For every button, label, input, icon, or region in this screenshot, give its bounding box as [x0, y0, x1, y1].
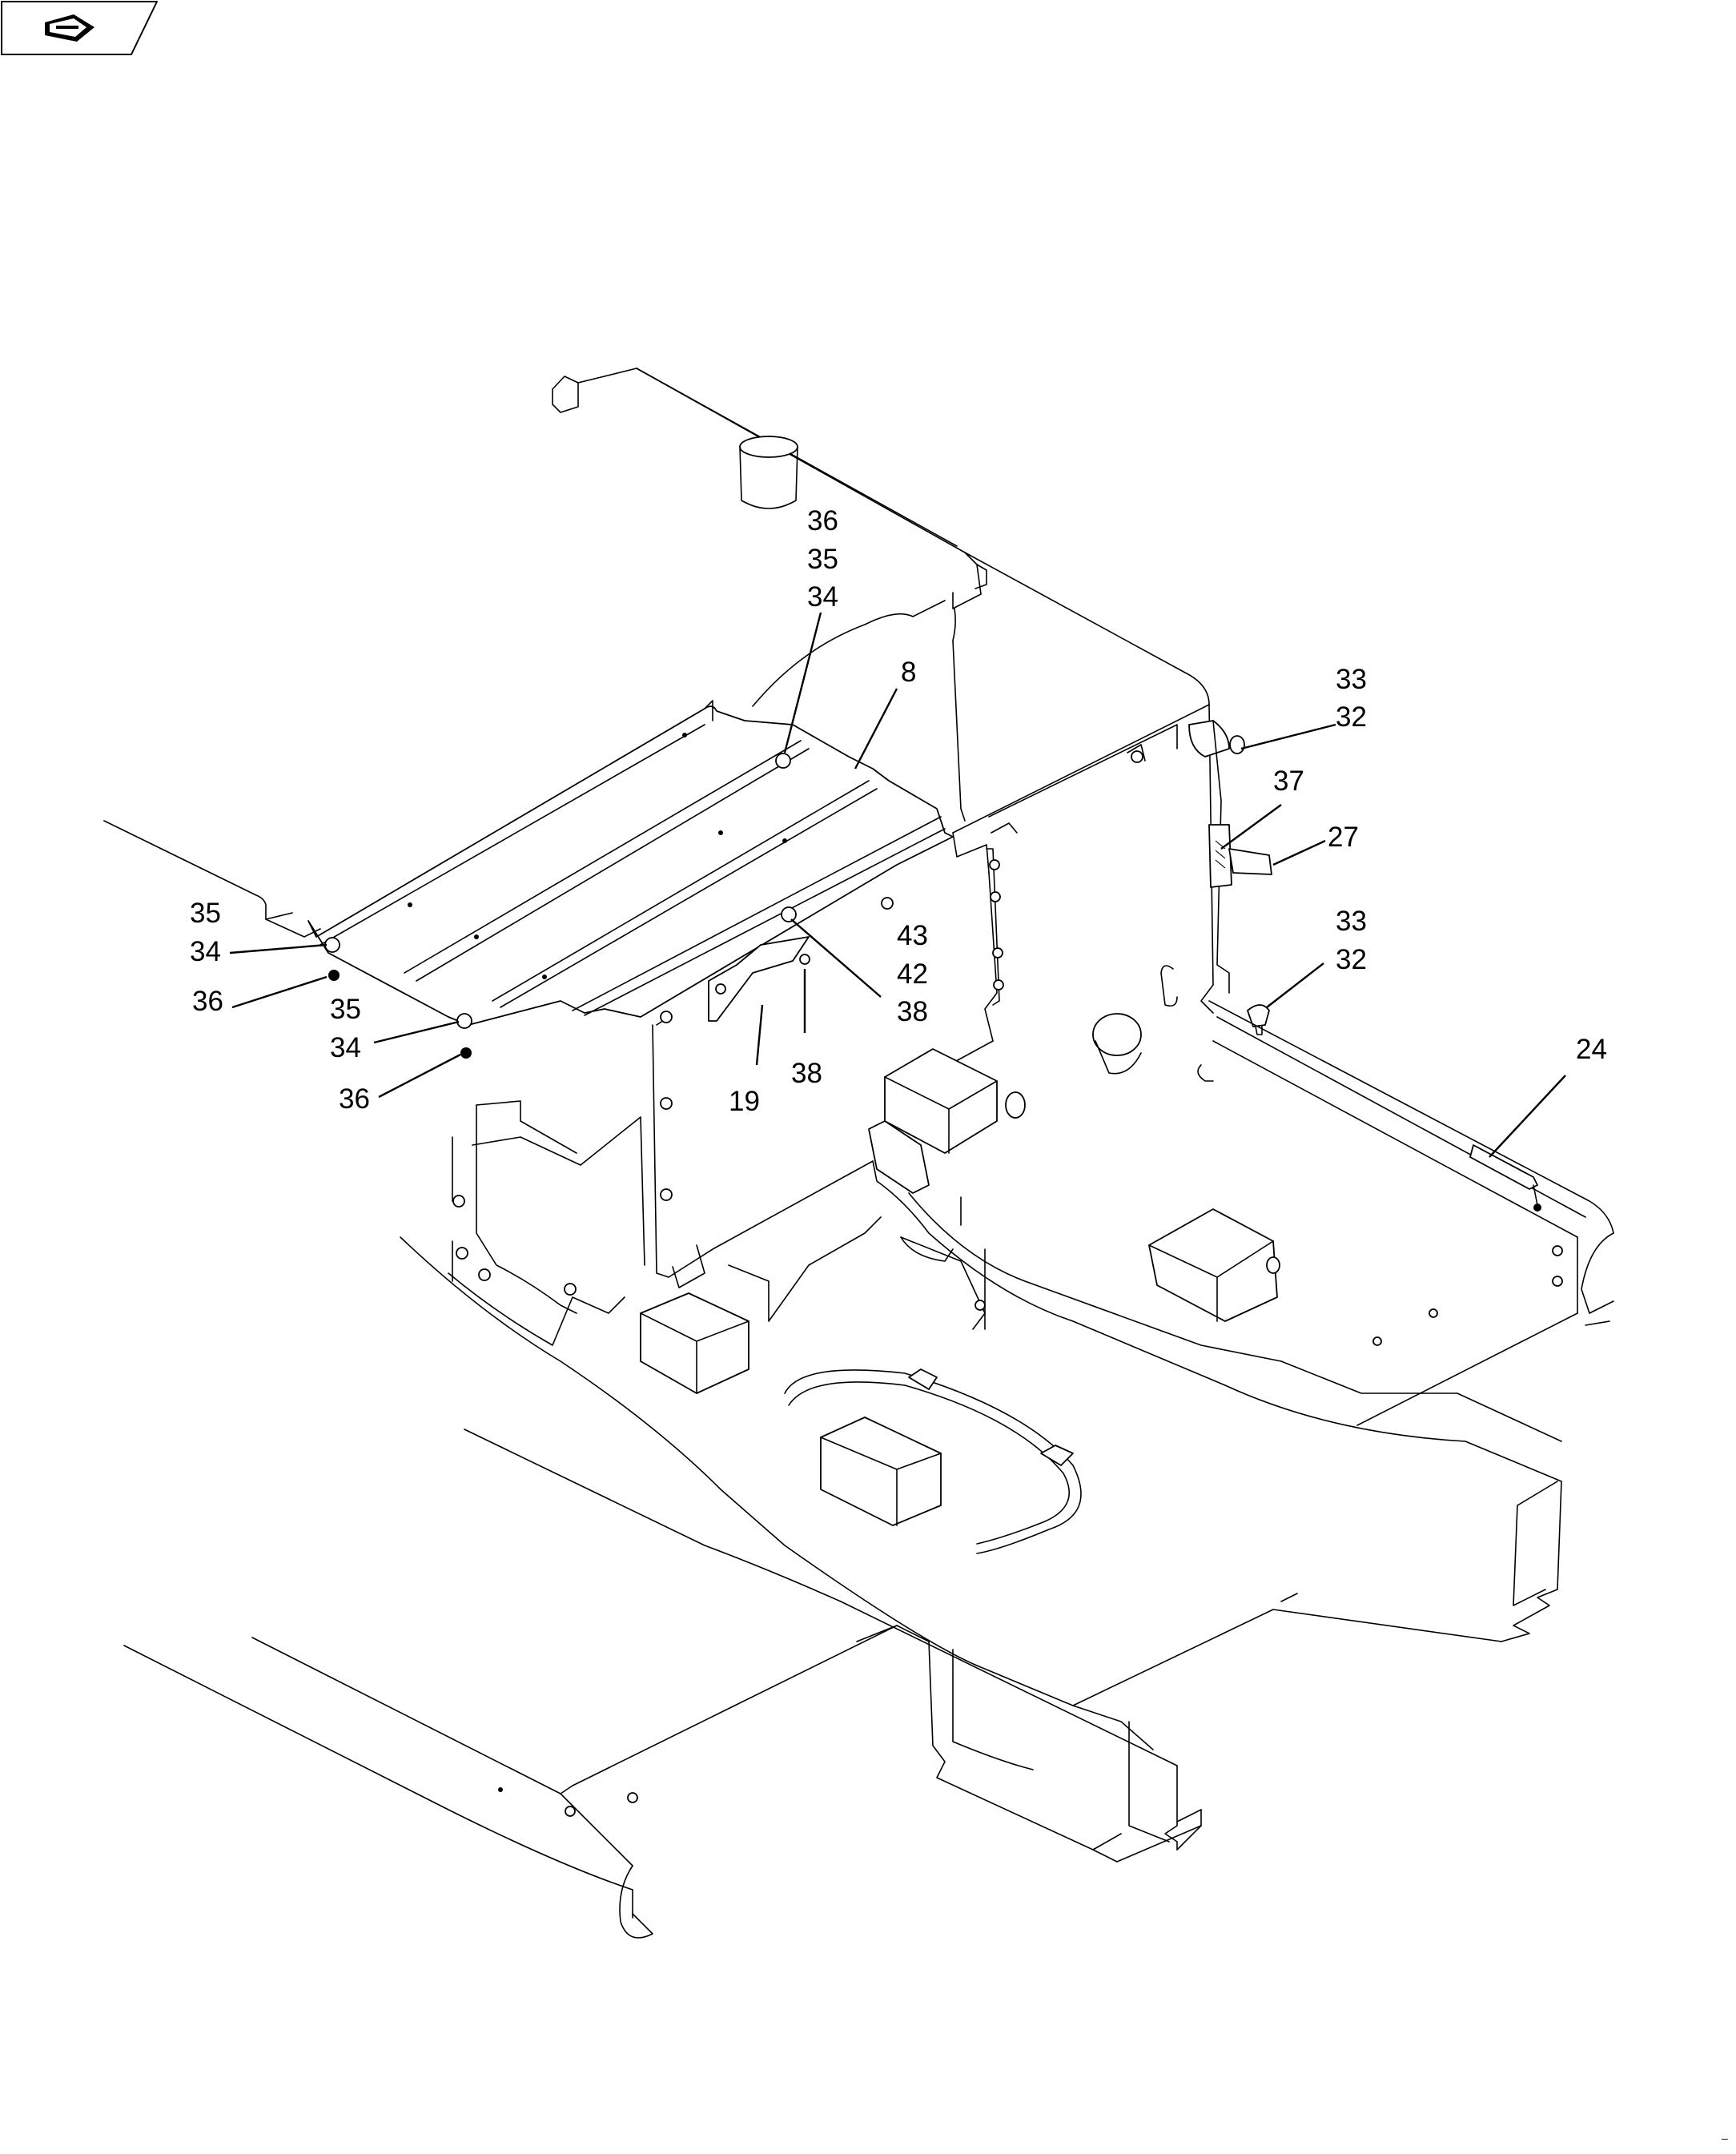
callout-32: 32 — [1336, 944, 1367, 975]
callout-38: 38 — [897, 996, 928, 1027]
callout-42: 42 — [897, 958, 928, 990]
callout-19: 19 — [729, 1086, 760, 1117]
callout-35: 35 — [807, 544, 838, 575]
center-panel-drawing — [652, 1011, 874, 1288]
round-damper — [1092, 1013, 1142, 1075]
cable-run — [784, 1368, 1082, 1554]
bolt-top — [775, 753, 791, 769]
bottom-rail-drawing — [123, 1625, 898, 1939]
center-frame-drawing — [640, 1048, 1562, 1642]
bolt-left — [324, 937, 340, 953]
callout-35: 35 — [190, 898, 221, 929]
latch-plate — [1228, 848, 1272, 875]
cross-block-right — [1148, 1208, 1280, 1322]
callout-32: 32 — [1336, 701, 1367, 733]
hinge-pin-lower — [1247, 1004, 1270, 1035]
callout-34: 34 — [190, 936, 221, 967]
callout-labels: 36 35 34 8 33 32 37 27 33 32 35 34 36 43… — [190, 505, 1607, 1117]
callout-34: 34 — [807, 581, 838, 613]
right-bulkhead-drawing — [948, 640, 1272, 1122]
nut-left — [328, 970, 340, 981]
callout-43: 43 — [897, 920, 928, 951]
callout-37: 37 — [1273, 766, 1304, 797]
bolt-panel — [781, 906, 797, 922]
next-page-button[interactable] — [1, 1, 158, 55]
cross-block-center — [820, 1417, 942, 1526]
left-frame-drawing — [400, 1100, 1074, 1706]
stud-43 — [881, 897, 894, 910]
latch-bracket — [1208, 824, 1232, 888]
callout-35: 35 — [330, 994, 361, 1025]
callout-33: 33 — [1336, 906, 1367, 937]
callout-33: 33 — [1336, 664, 1367, 695]
hinge-pin-upper — [1188, 720, 1245, 758]
callout-24: 24 — [1576, 1034, 1607, 1065]
next-page-arrow-icon — [45, 14, 94, 42]
bracket-19 — [708, 936, 810, 1022]
callout-8: 8 — [901, 657, 916, 688]
callout-36: 36 — [339, 1083, 370, 1115]
footer-mark: – — [1722, 2132, 1728, 2144]
mount-block — [868, 1048, 1026, 1194]
lower-cross-member-drawing — [856, 1593, 1502, 1863]
callout-36: 36 — [807, 505, 838, 536]
callout-34: 34 — [330, 1032, 361, 1063]
callout-27: 27 — [1328, 822, 1359, 853]
right-rail-drawing — [1208, 1000, 1614, 1426]
cross-block-left — [640, 1292, 749, 1394]
callout-38: 38 — [791, 1058, 822, 1089]
nut-front — [460, 1047, 472, 1059]
callout-36: 36 — [192, 986, 223, 1017]
leader-lines — [229, 612, 1566, 1158]
filler-cap — [739, 436, 798, 509]
upper-frame-drawing — [103, 368, 1210, 938]
bolt-front — [456, 1013, 472, 1029]
handle-bar — [1469, 1144, 1541, 1212]
cover-plate — [307, 700, 954, 1059]
